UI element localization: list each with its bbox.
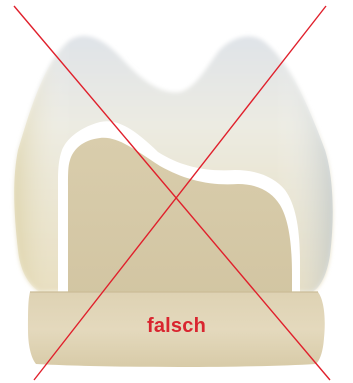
falsch-label: falsch [0, 315, 353, 338]
